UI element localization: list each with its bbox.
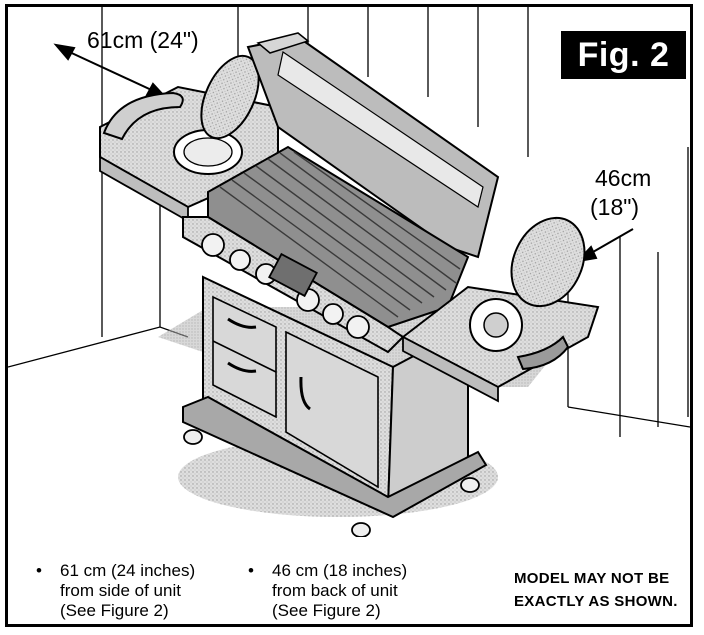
note-line: 61 cm (24 inches) — [60, 561, 196, 580]
clearance-notes: • 61 cm (24 inches) from side of unit (S… — [8, 541, 690, 621]
dimension-back-label-line1: 46cm — [595, 165, 652, 191]
dimension-side-label: 61cm (24") — [87, 27, 199, 53]
dimension-back-label-line2: (18") — [590, 194, 640, 220]
figure-label: Fig. 2 — [561, 31, 686, 79]
control-display — [268, 252, 318, 298]
note-line: from side of unit — [60, 581, 181, 600]
note-line: (See Figure 2) — [272, 601, 381, 620]
clearance-note-back: • 46 cm (18 inches) from back of unit (S… — [248, 561, 408, 621]
note-line: 46 cm (18 inches) — [272, 561, 408, 580]
figure-frame: Fig. 2 61cm (24") 46cm (18") • 61 cm (24… — [5, 4, 693, 627]
side-burner-right-lid — [510, 216, 586, 308]
control-knobs — [201, 233, 370, 339]
casters — [183, 429, 480, 537]
bullet-icon: • — [36, 561, 42, 580]
cart-base — [182, 395, 488, 519]
bullet-icon: • — [248, 561, 254, 580]
clearance-note-side: • 61 cm (24 inches) from side of unit (S… — [36, 561, 196, 621]
cart-door — [285, 330, 379, 489]
model-disclaimer: MODEL MAY NOT BE EXACTLY AS SHOWN. — [514, 567, 678, 613]
disclaimer-line: EXACTLY AS SHOWN. — [514, 593, 678, 610]
left-handle — [102, 91, 184, 141]
right-handle — [516, 335, 570, 371]
side-burner-left-lid — [200, 54, 260, 140]
grate-bars — [219, 151, 461, 318]
disclaimer-line: MODEL MAY NOT BE — [514, 570, 670, 587]
grill-clearance-illustration — [8, 7, 690, 537]
note-line: from back of unit — [272, 581, 398, 600]
dimension-arrow-back — [575, 228, 634, 263]
note-line: (See Figure 2) — [60, 601, 169, 620]
